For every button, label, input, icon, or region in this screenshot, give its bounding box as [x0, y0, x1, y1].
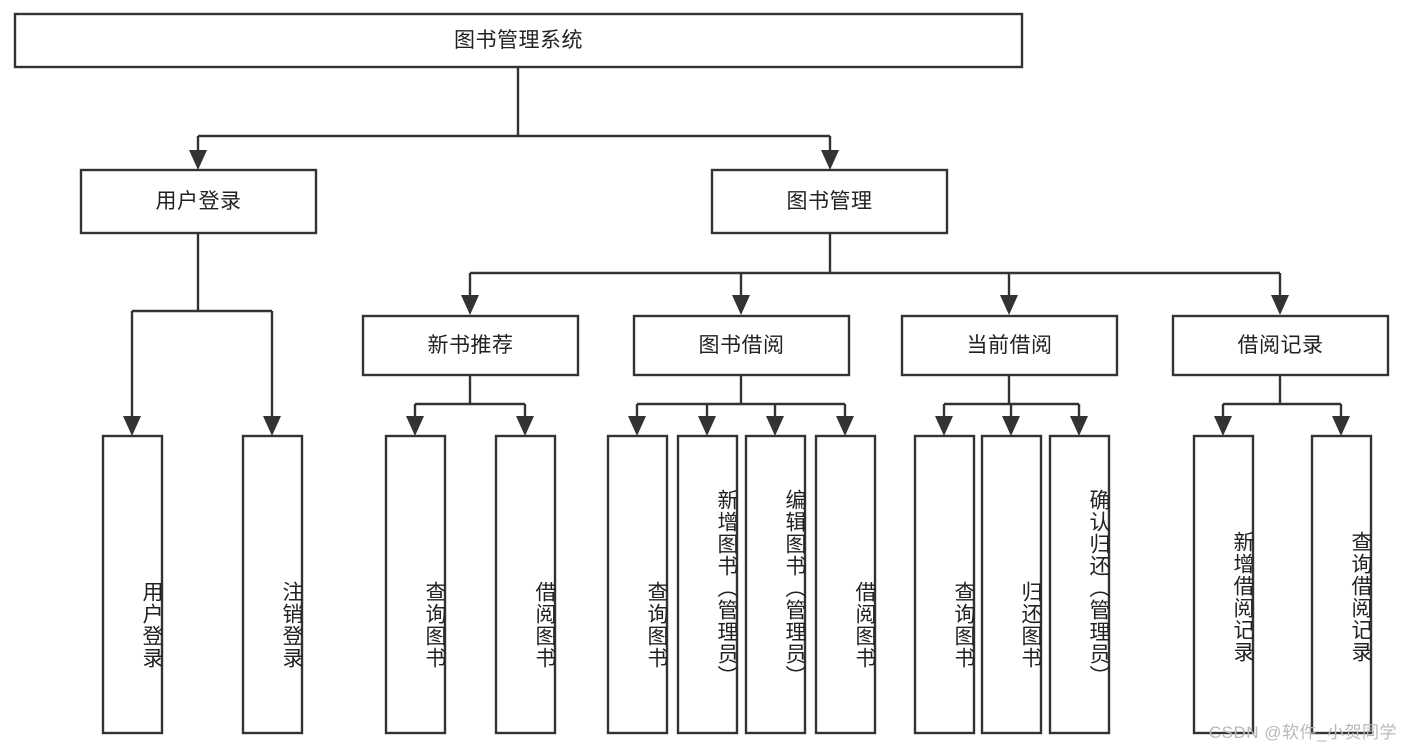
- arrow-head-leaf-query-book-c: [935, 416, 953, 436]
- node-box-leaf-add-book[interactable]: [676, 434, 739, 735]
- arrow-head-current-borrow: [1000, 295, 1018, 315]
- arrow-head-leaf-query-book-b: [628, 416, 646, 436]
- node-box-root[interactable]: [13, 12, 1024, 69]
- watermark-text: CSDN @软件_小贺同学: [1208, 723, 1397, 742]
- node-box-leaf-borrow-book-b[interactable]: [814, 434, 877, 735]
- arrow-head-leaf-edit-book: [766, 416, 784, 436]
- node-box-user-login[interactable]: [79, 168, 318, 235]
- arrow-head-leaf-add-book: [698, 416, 716, 436]
- arrow-head-leaf-logout: [263, 416, 281, 436]
- arrow-head-book-manage: [821, 150, 839, 170]
- node-box-layer: [13, 12, 1390, 735]
- node-box-current-borrow[interactable]: [900, 314, 1119, 377]
- node-box-leaf-query-book-a[interactable]: [384, 434, 447, 735]
- connector-layer: [123, 67, 1350, 436]
- node-box-leaf-logout[interactable]: [241, 434, 304, 735]
- arrow-head-borrow-record: [1271, 295, 1289, 315]
- node-box-new-book-rec[interactable]: [361, 314, 580, 377]
- node-box-leaf-query-book-c[interactable]: [913, 434, 976, 735]
- arrow-head-leaf-borrow-book-a: [516, 416, 534, 436]
- arrow-head-user-login: [189, 150, 207, 170]
- arrow-head-leaf-query-book-a: [406, 416, 424, 436]
- arrow-head-leaf-borrow-book-b: [836, 416, 854, 436]
- node-box-leaf-confirm-return[interactable]: [1048, 434, 1111, 735]
- arrow-head-new-book-rec: [461, 295, 479, 315]
- arrow-head-leaf-return-book: [1002, 416, 1020, 436]
- node-box-leaf-return-book[interactable]: [980, 434, 1043, 735]
- node-box-leaf-borrow-book-a[interactable]: [494, 434, 557, 735]
- node-box-borrow-record[interactable]: [1171, 314, 1390, 377]
- arrow-head-leaf-query-record: [1332, 416, 1350, 436]
- arrow-head-leaf-add-record: [1214, 416, 1232, 436]
- arrow-head-book-borrow: [732, 295, 750, 315]
- arrow-head-leaf-confirm-return: [1070, 416, 1088, 436]
- node-box-leaf-user-login[interactable]: [101, 434, 164, 735]
- node-box-book-manage[interactable]: [710, 168, 949, 235]
- node-box-leaf-edit-book[interactable]: [744, 434, 807, 735]
- node-box-book-borrow[interactable]: [632, 314, 851, 377]
- node-box-leaf-add-record[interactable]: [1192, 434, 1255, 735]
- node-box-leaf-query-book-b[interactable]: [606, 434, 669, 735]
- node-box-leaf-query-record[interactable]: [1310, 434, 1373, 735]
- arrow-head-leaf-user-login: [123, 416, 141, 436]
